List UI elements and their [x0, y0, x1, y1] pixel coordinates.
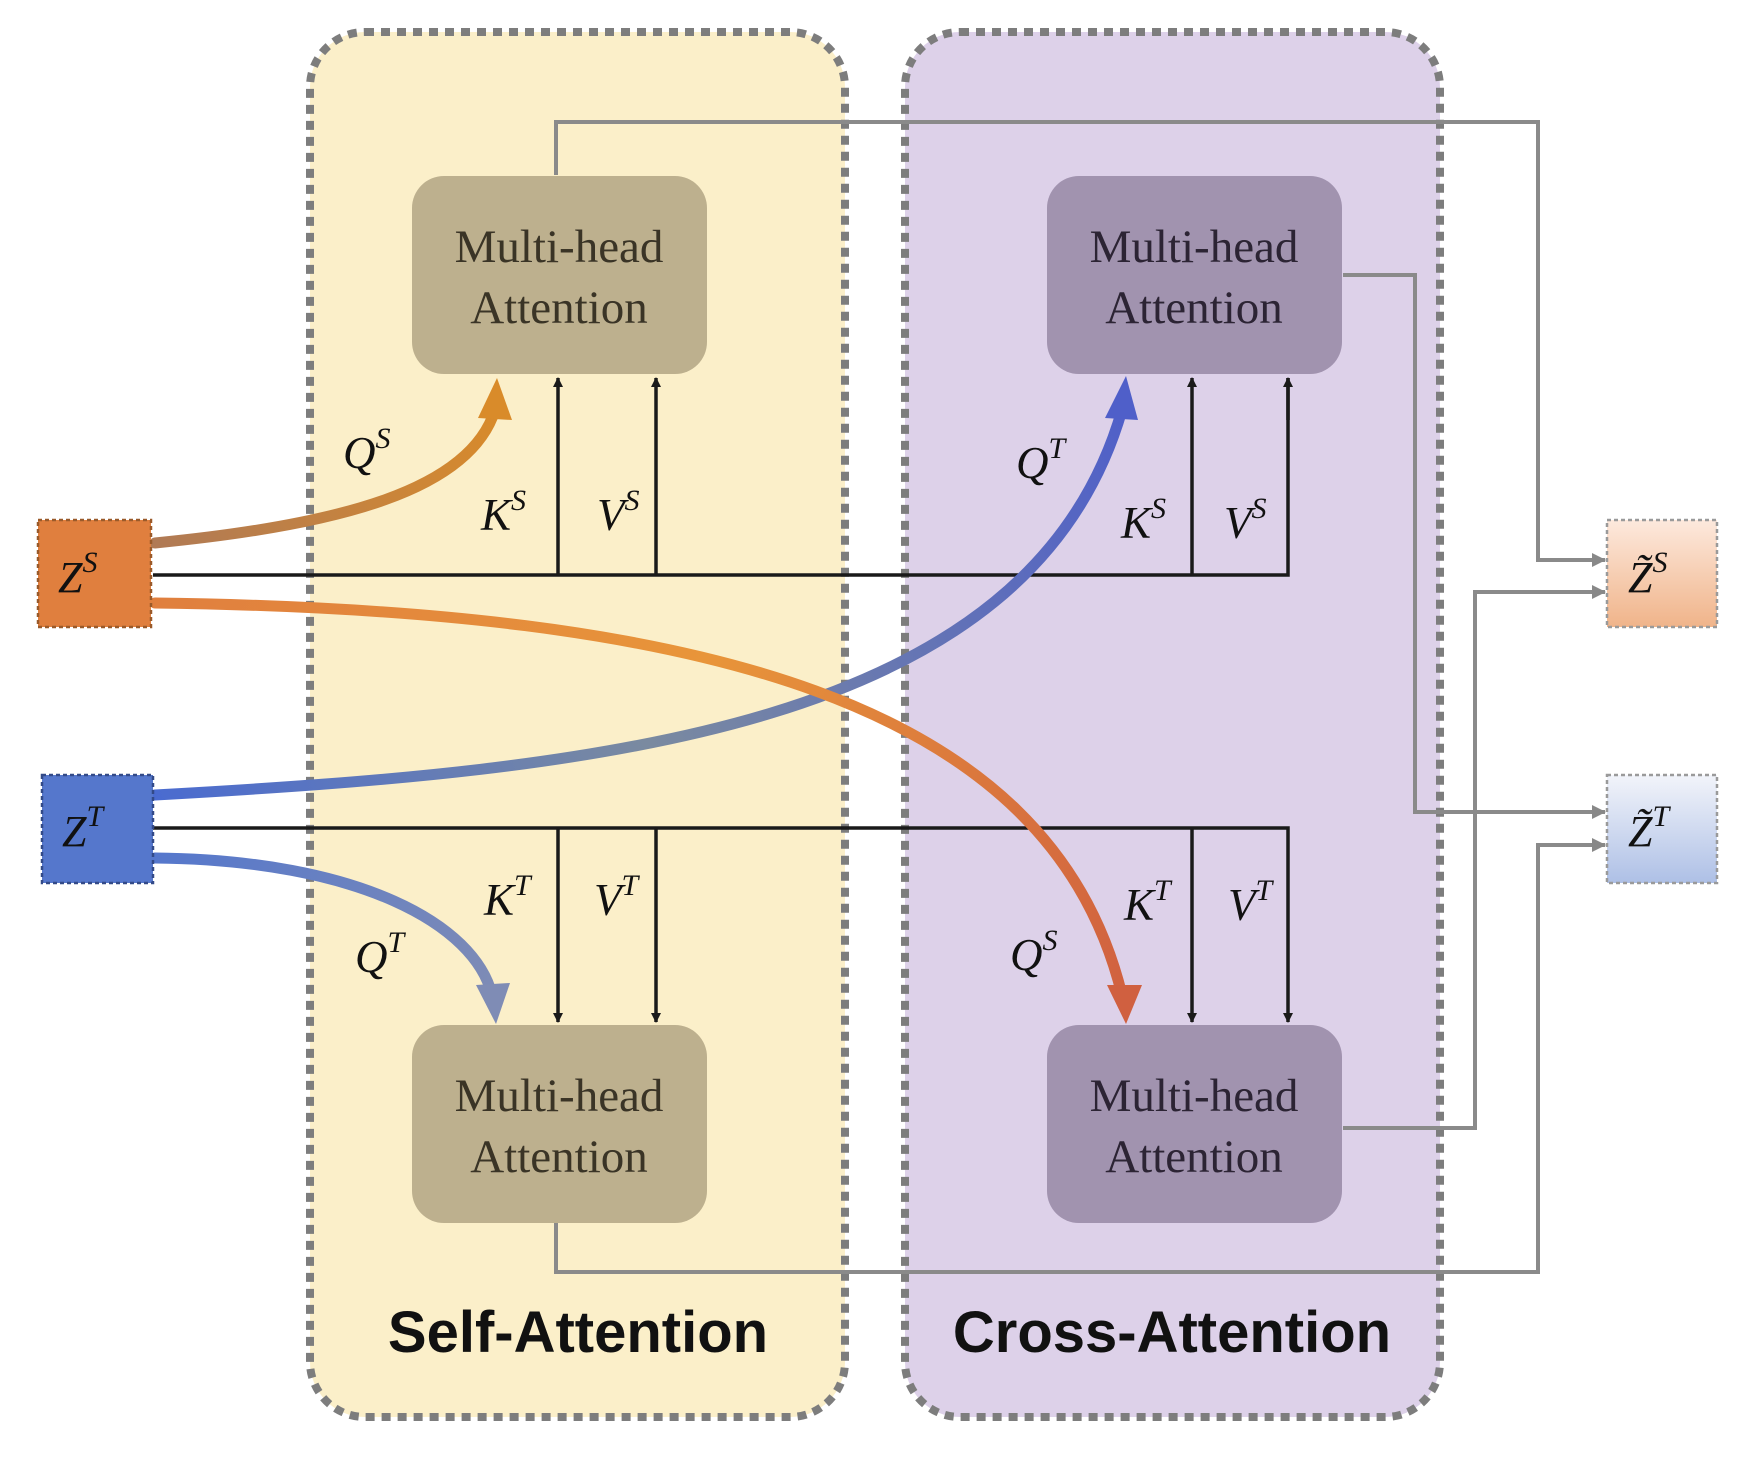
label-vs-self: VS — [597, 484, 640, 540]
cross-attention-title: Cross-Attention — [953, 1300, 1391, 1365]
query-arrowheads — [476, 376, 1142, 1024]
mha-self-bottom-line2: Attention — [470, 1131, 648, 1183]
input-zt-label: ZT — [62, 800, 105, 856]
output-zt: Z̃T — [1605, 773, 1719, 885]
mha-cross-top: Multi-head Attention — [1047, 176, 1342, 374]
output-zs-label: Z̃S — [1628, 546, 1667, 602]
self-attention-title: Self-Attention — [388, 1300, 768, 1365]
qt-self-arrowhead — [476, 983, 510, 1024]
zs-kv-bus — [153, 378, 1290, 577]
mha-self-top-line1: Multi-head — [455, 221, 664, 273]
label-vt-self: VT — [594, 869, 641, 925]
cross-top-output-wire — [1343, 273, 1606, 819]
mha-cross-top-line2: Attention — [1105, 282, 1283, 334]
qs-self-arrowhead — [478, 378, 512, 420]
kv-lines — [153, 377, 1293, 1023]
label-ks-cross: KS — [1120, 492, 1166, 548]
qt-cross-arrowhead — [1105, 376, 1138, 420]
mha-self-top-line2: Attention — [470, 282, 648, 334]
qs-self-arrow — [149, 404, 501, 549]
qt-self-arrow — [149, 852, 498, 1001]
qs-cross-arrow — [149, 597, 1128, 1001]
qs-cross-arrowhead — [1107, 985, 1142, 1024]
label-qs-cross: QS — [1010, 924, 1058, 980]
mha-self-top: Multi-head Attention — [412, 176, 707, 374]
input-zs: ZS — [36, 518, 153, 629]
input-zt: ZT — [40, 773, 155, 885]
mha-cross-bottom: Multi-head Attention — [1047, 1025, 1342, 1223]
mha-cross-top-line1: Multi-head — [1090, 221, 1299, 273]
cross-bottom-output-wire — [1343, 585, 1606, 1130]
output-wires — [554, 120, 1606, 1274]
label-qs-self: QS — [343, 422, 391, 478]
label-kt-cross: KT — [1123, 874, 1173, 930]
mha-cross-bottom-line1: Multi-head — [1090, 1070, 1299, 1122]
output-zs: Z̃S — [1605, 518, 1719, 629]
query-arrows — [149, 404, 1128, 1001]
label-qt-self: QT — [355, 926, 407, 982]
label-qt-cross: QT — [1016, 432, 1068, 488]
mha-self-bottom: Multi-head Attention — [412, 1025, 707, 1223]
qt-cross-arrow — [149, 404, 1128, 801]
label-vs-cross: VS — [1224, 492, 1267, 548]
input-zs-label: ZS — [58, 546, 97, 602]
self-top-output-wire — [554, 120, 1606, 567]
label-kt-self: KT — [483, 869, 533, 925]
mha-self-bottom-line1: Multi-head — [455, 1070, 664, 1122]
label-ks-self: KS — [480, 484, 526, 540]
mha-cross-bottom-line2: Attention — [1105, 1131, 1283, 1183]
zt-kv-bus — [153, 826, 1293, 1023]
label-vt-cross: VT — [1228, 874, 1275, 930]
output-zt-label: Z̃T — [1628, 800, 1671, 856]
self-bottom-output-wire — [554, 838, 1606, 1274]
